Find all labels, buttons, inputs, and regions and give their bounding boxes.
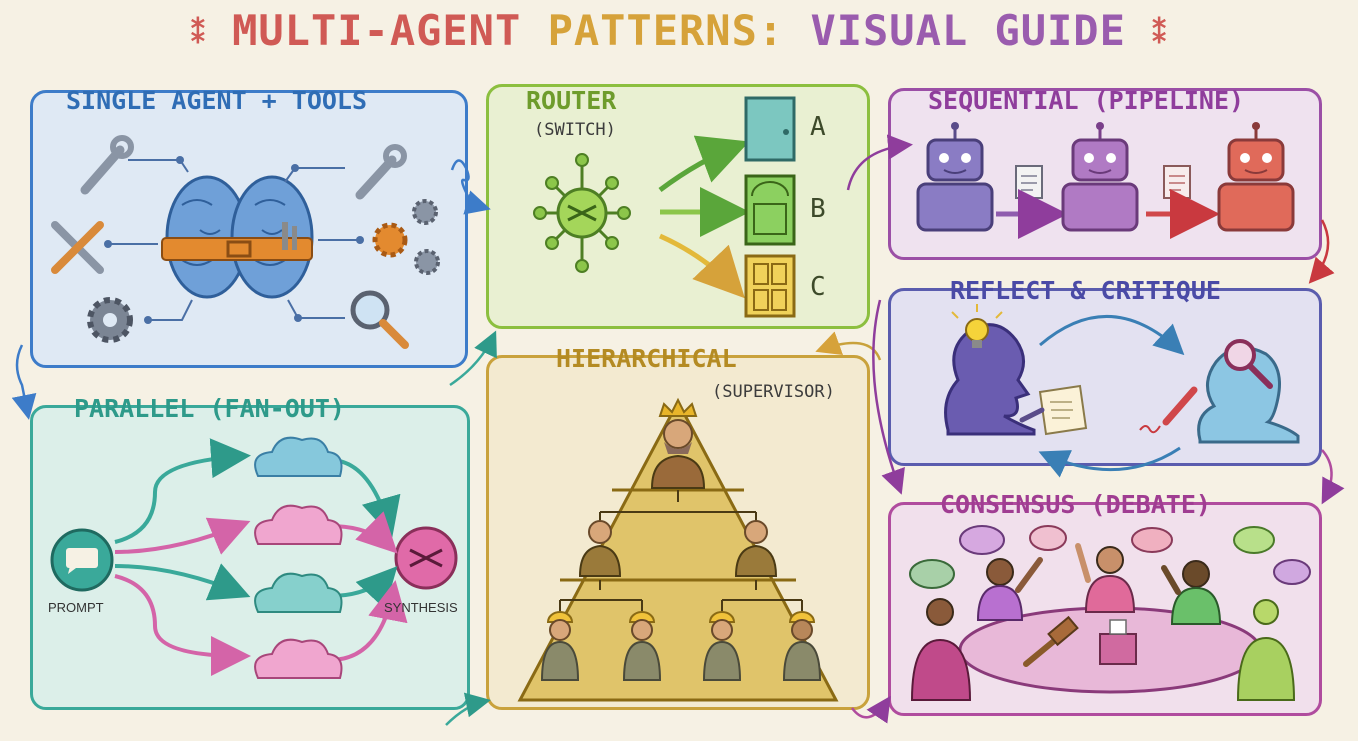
route-arrow-c bbox=[660, 236, 738, 291]
scroll-icon bbox=[1022, 386, 1086, 434]
synthesis-icon bbox=[396, 528, 456, 588]
participant-3-icon bbox=[1078, 546, 1134, 612]
door-c-icon bbox=[746, 256, 794, 316]
route-arrow-a bbox=[660, 145, 740, 190]
thinker-head-icon bbox=[946, 325, 1034, 434]
prompt-label: PROMPT bbox=[48, 600, 104, 615]
document-icon bbox=[1016, 166, 1042, 198]
participant-2-icon bbox=[978, 559, 1040, 620]
prompt-chat-icon bbox=[52, 530, 112, 590]
magnifier-icon bbox=[353, 293, 405, 345]
synthesis-label: SYNTHESIS bbox=[384, 600, 458, 615]
robot-3-icon bbox=[1219, 122, 1293, 230]
cloud-4-icon bbox=[255, 640, 341, 678]
cloud-3-icon bbox=[255, 574, 341, 612]
document-icon bbox=[1164, 166, 1190, 198]
critique-arrow bbox=[1040, 316, 1180, 351]
participant-4-icon bbox=[1164, 561, 1220, 624]
door-b-icon bbox=[746, 176, 794, 244]
door-a-label: A bbox=[810, 112, 826, 142]
wrench-icon bbox=[85, 138, 131, 190]
door-b-label: B bbox=[810, 194, 826, 224]
robot-2-icon bbox=[1063, 122, 1137, 230]
feedback-arrow bbox=[1044, 448, 1180, 470]
gear-icon bbox=[90, 300, 130, 340]
door-c-label: C bbox=[810, 272, 826, 302]
router-hub-icon bbox=[534, 154, 630, 272]
cloud-2-icon bbox=[255, 506, 341, 544]
crossed-tools-icon bbox=[55, 225, 100, 270]
cloud-1-icon bbox=[255, 438, 341, 476]
robot-1-icon bbox=[918, 122, 992, 230]
participant-5-icon bbox=[1238, 600, 1294, 700]
pen-icon bbox=[1140, 390, 1194, 432]
wrench-icon bbox=[360, 147, 404, 195]
door-a-icon bbox=[746, 98, 794, 160]
gears-icon bbox=[375, 201, 438, 273]
